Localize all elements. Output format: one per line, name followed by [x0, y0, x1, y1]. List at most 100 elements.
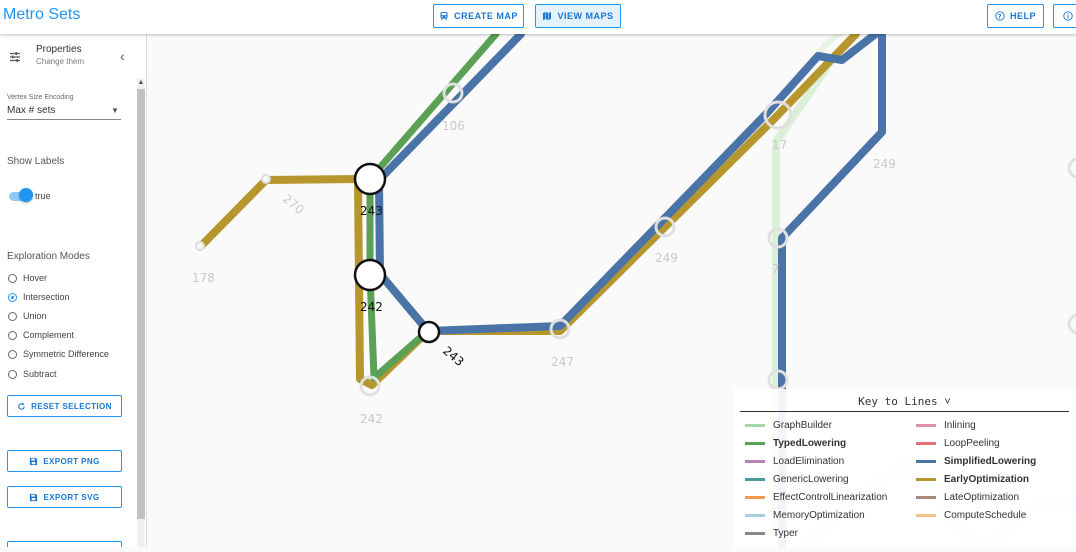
properties-sidebar: Properties Change them ‹ Vertex Size Enc…	[0, 34, 147, 547]
legend-label: LoopPeeling	[944, 437, 1000, 449]
radio-button-selected[interactable]	[8, 292, 17, 302]
legend-item[interactable]: Typer	[745, 527, 798, 539]
station-labels: 178 270 243 242 243 242 247 249 106 17 2…	[192, 119, 896, 426]
vertex-size-select[interactable]: Max # sets	[7, 105, 56, 116]
mode-radio-hover[interactable]: Hover	[8, 271, 47, 285]
legend-swatch	[745, 423, 765, 427]
station-17	[763, 100, 793, 130]
mode-radio-complement[interactable]: Complement	[8, 328, 74, 342]
export-png-button[interactable]: EXPORT PNG	[7, 450, 122, 472]
station-106	[442, 82, 464, 104]
app-title[interactable]: Metro Sets	[3, 6, 81, 23]
help-button[interactable]: ? HELP	[987, 4, 1044, 28]
station-7	[767, 227, 789, 249]
legend-swatch	[745, 513, 765, 517]
sidebar-scrollbar[interactable]	[137, 89, 145, 519]
line-simplified-lowering	[375, 25, 886, 551]
stations[interactable]	[195, 82, 1076, 397]
legend-label: EffectControlLinearization	[773, 491, 888, 503]
legend-item[interactable]: GraphBuilder	[745, 419, 832, 431]
mode-radio-union[interactable]: Union	[8, 309, 47, 323]
legend-swatch	[745, 477, 765, 481]
legend-swatch	[916, 513, 936, 517]
legend-label: SimplifiedLowering	[944, 455, 1037, 467]
help-label: HELP	[1009, 11, 1036, 21]
mode-label: Complement	[23, 330, 75, 340]
legend-label: LoadElimination	[773, 455, 845, 467]
legend-item[interactable]: ComputeSchedule	[916, 509, 1026, 521]
station-242-faded	[359, 375, 381, 397]
radio-button[interactable]	[8, 273, 17, 283]
legend-item[interactable]: Inlining	[916, 419, 976, 431]
tune-icon	[10, 52, 20, 62]
info-button[interactable]	[1053, 4, 1076, 28]
legend-label: EarlyOptimization	[944, 473, 1030, 485]
radio-button[interactable]	[8, 369, 17, 379]
label-270: 270	[280, 192, 307, 217]
label-242-main: 242	[360, 300, 383, 314]
chevron-left-icon[interactable]: ‹	[120, 48, 125, 64]
legend-label: MemoryOptimization	[773, 509, 865, 521]
info-icon	[1063, 11, 1073, 21]
station-243-small	[417, 320, 441, 344]
mode-radio-intersection[interactable]: Intersection	[8, 290, 70, 304]
legend-item[interactable]: LateOptimization	[916, 491, 1019, 503]
label-243-main: 243	[360, 204, 383, 218]
show-labels-toggle[interactable]	[19, 188, 33, 202]
mode-label: Subtract	[23, 369, 57, 379]
label-7: 7	[772, 262, 780, 276]
legend-swatch	[745, 459, 765, 463]
partial-button[interactable]	[7, 541, 122, 547]
show-labels-heading: Show Labels	[7, 156, 65, 167]
legend-swatch	[745, 495, 765, 499]
legend-label: Typer	[773, 527, 799, 539]
legend-swatch	[916, 441, 936, 445]
create-map-button[interactable]: CREATE MAP	[433, 4, 524, 28]
station-edge-1	[1067, 157, 1076, 179]
mode-radio-subtract[interactable]: Subtract	[8, 367, 57, 381]
save-icon	[30, 493, 38, 501]
legend-label: ComputeSchedule	[944, 509, 1027, 521]
legend-item[interactable]: GenericLowering	[745, 473, 849, 485]
reset-selection-button[interactable]: RESET SELECTION	[7, 395, 122, 417]
legend-item[interactable]: EffectControlLinearization	[745, 491, 887, 503]
legend-item[interactable]: EarlyOptimization	[916, 473, 1029, 485]
legend-label: Inlining	[944, 419, 976, 431]
label-249-b: 249	[873, 157, 896, 171]
legend-label: TypedLowering	[773, 437, 847, 449]
sidebar-title: Properties	[36, 44, 82, 55]
radio-button[interactable]	[8, 330, 17, 340]
legend-swatch	[745, 441, 765, 445]
legend-item[interactable]: LoadElimination	[745, 455, 844, 467]
refresh-icon	[18, 402, 25, 410]
save-icon	[30, 457, 38, 465]
view-maps-label: VIEW MAPS	[557, 11, 614, 21]
line-legend: Key to Lines ˅ GraphBuilder Inlining Typ…	[733, 389, 1076, 547]
export-svg-label: EXPORT SVG	[43, 492, 100, 502]
station-243-main	[353, 162, 387, 196]
radio-button[interactable]	[8, 311, 17, 321]
legend-swatch	[916, 423, 936, 427]
legend-label: GraphBuilder	[773, 419, 832, 431]
sidebar-subtitle: Change them	[36, 57, 85, 66]
legend-item[interactable]: TypedLowering	[745, 437, 846, 449]
legend-item[interactable]: LoopPeeling	[916, 437, 1000, 449]
label-249-a: 249	[655, 251, 678, 265]
svg-text:?: ?	[998, 12, 1002, 20]
scroll-up-icon[interactable]: ▲	[137, 79, 145, 86]
legend-item[interactable]: SimplifiedLowering	[916, 455, 1036, 467]
legend-toggle[interactable]: Key to Lines ˅	[858, 395, 951, 408]
station-247	[549, 318, 571, 340]
legend-divider	[740, 411, 1069, 412]
show-labels-value: true	[35, 191, 51, 201]
station-270	[261, 174, 271, 184]
legend-label: GenericLowering	[773, 473, 849, 485]
view-maps-button[interactable]: VIEW MAPS	[535, 4, 621, 28]
radio-button[interactable]	[8, 349, 17, 359]
mode-radio-symmetric-difference[interactable]: Symmetric Difference	[8, 347, 109, 361]
dropdown-arrow-icon[interactable]: ▼	[111, 106, 119, 115]
label-243-small: 243	[440, 344, 467, 369]
legend-item[interactable]: MemoryOptimization	[745, 509, 865, 521]
station-edge-2	[1067, 313, 1076, 335]
export-svg-button[interactable]: EXPORT SVG	[7, 486, 122, 508]
